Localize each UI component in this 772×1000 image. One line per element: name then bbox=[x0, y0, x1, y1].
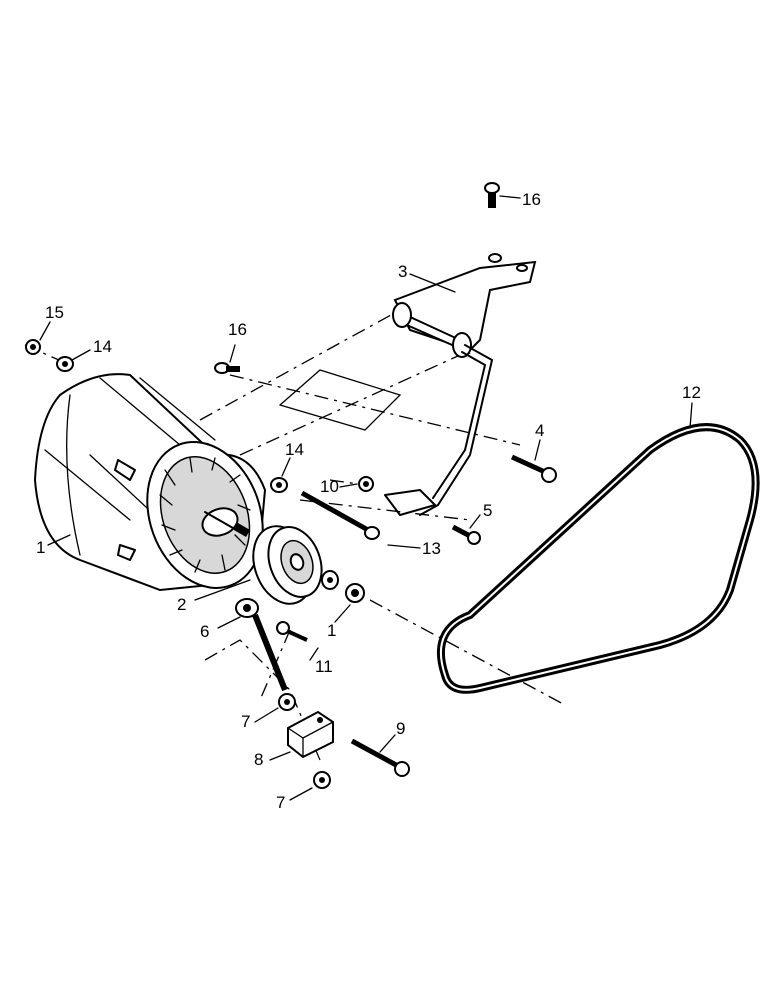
adjusting-bracket bbox=[279, 253, 537, 516]
callout-16-top: 16 bbox=[522, 190, 541, 209]
callout-7-top: 7 bbox=[241, 712, 250, 731]
callout-5: 5 bbox=[483, 501, 492, 520]
callout-14-mid: 14 bbox=[285, 440, 304, 459]
nut-7-top bbox=[278, 693, 296, 711]
callout-9: 9 bbox=[396, 719, 405, 738]
callout-14-left: 14 bbox=[93, 337, 112, 356]
callout-12: 12 bbox=[682, 383, 701, 402]
nut-left bbox=[25, 339, 41, 355]
adjuster-bushing bbox=[235, 598, 288, 692]
callout-16-left: 16 bbox=[228, 320, 247, 339]
v-belt bbox=[436, 423, 760, 694]
alternator bbox=[33, 373, 267, 592]
callout-11: 11 bbox=[315, 657, 333, 676]
callout-15: 15 bbox=[45, 303, 64, 322]
callout-13: 13 bbox=[422, 539, 441, 558]
callout-6: 6 bbox=[200, 622, 209, 641]
bolt-5 bbox=[451, 524, 481, 545]
callout-4: 4 bbox=[535, 421, 544, 440]
washer-left bbox=[56, 356, 74, 372]
callout-7-bottom: 7 bbox=[276, 793, 285, 812]
trunnion-block bbox=[287, 710, 334, 759]
bolt-11 bbox=[276, 621, 308, 642]
pulley bbox=[252, 525, 323, 605]
long-bolt bbox=[300, 490, 380, 540]
callout-1-alternator: 1 bbox=[36, 538, 45, 557]
callout-1-nut: 1 bbox=[327, 621, 336, 640]
bolt-top bbox=[484, 182, 500, 208]
callout-3: 3 bbox=[398, 262, 407, 281]
washer-mid bbox=[270, 477, 288, 493]
bolt-left bbox=[214, 362, 240, 374]
callout-labels: 16 3 15 16 14 12 4 14 10 5 13 1 2 1 6 11… bbox=[36, 190, 701, 812]
callout-2: 2 bbox=[177, 595, 186, 614]
bolt-4 bbox=[510, 454, 557, 483]
callout-10: 10 bbox=[320, 477, 339, 496]
nut-7-bottom bbox=[313, 771, 331, 789]
nut-10 bbox=[358, 476, 374, 492]
leader-lines bbox=[39, 195, 693, 801]
bolt-9 bbox=[350, 738, 410, 777]
callout-8: 8 bbox=[254, 750, 263, 769]
pulley-nut-and-washer bbox=[321, 570, 365, 603]
